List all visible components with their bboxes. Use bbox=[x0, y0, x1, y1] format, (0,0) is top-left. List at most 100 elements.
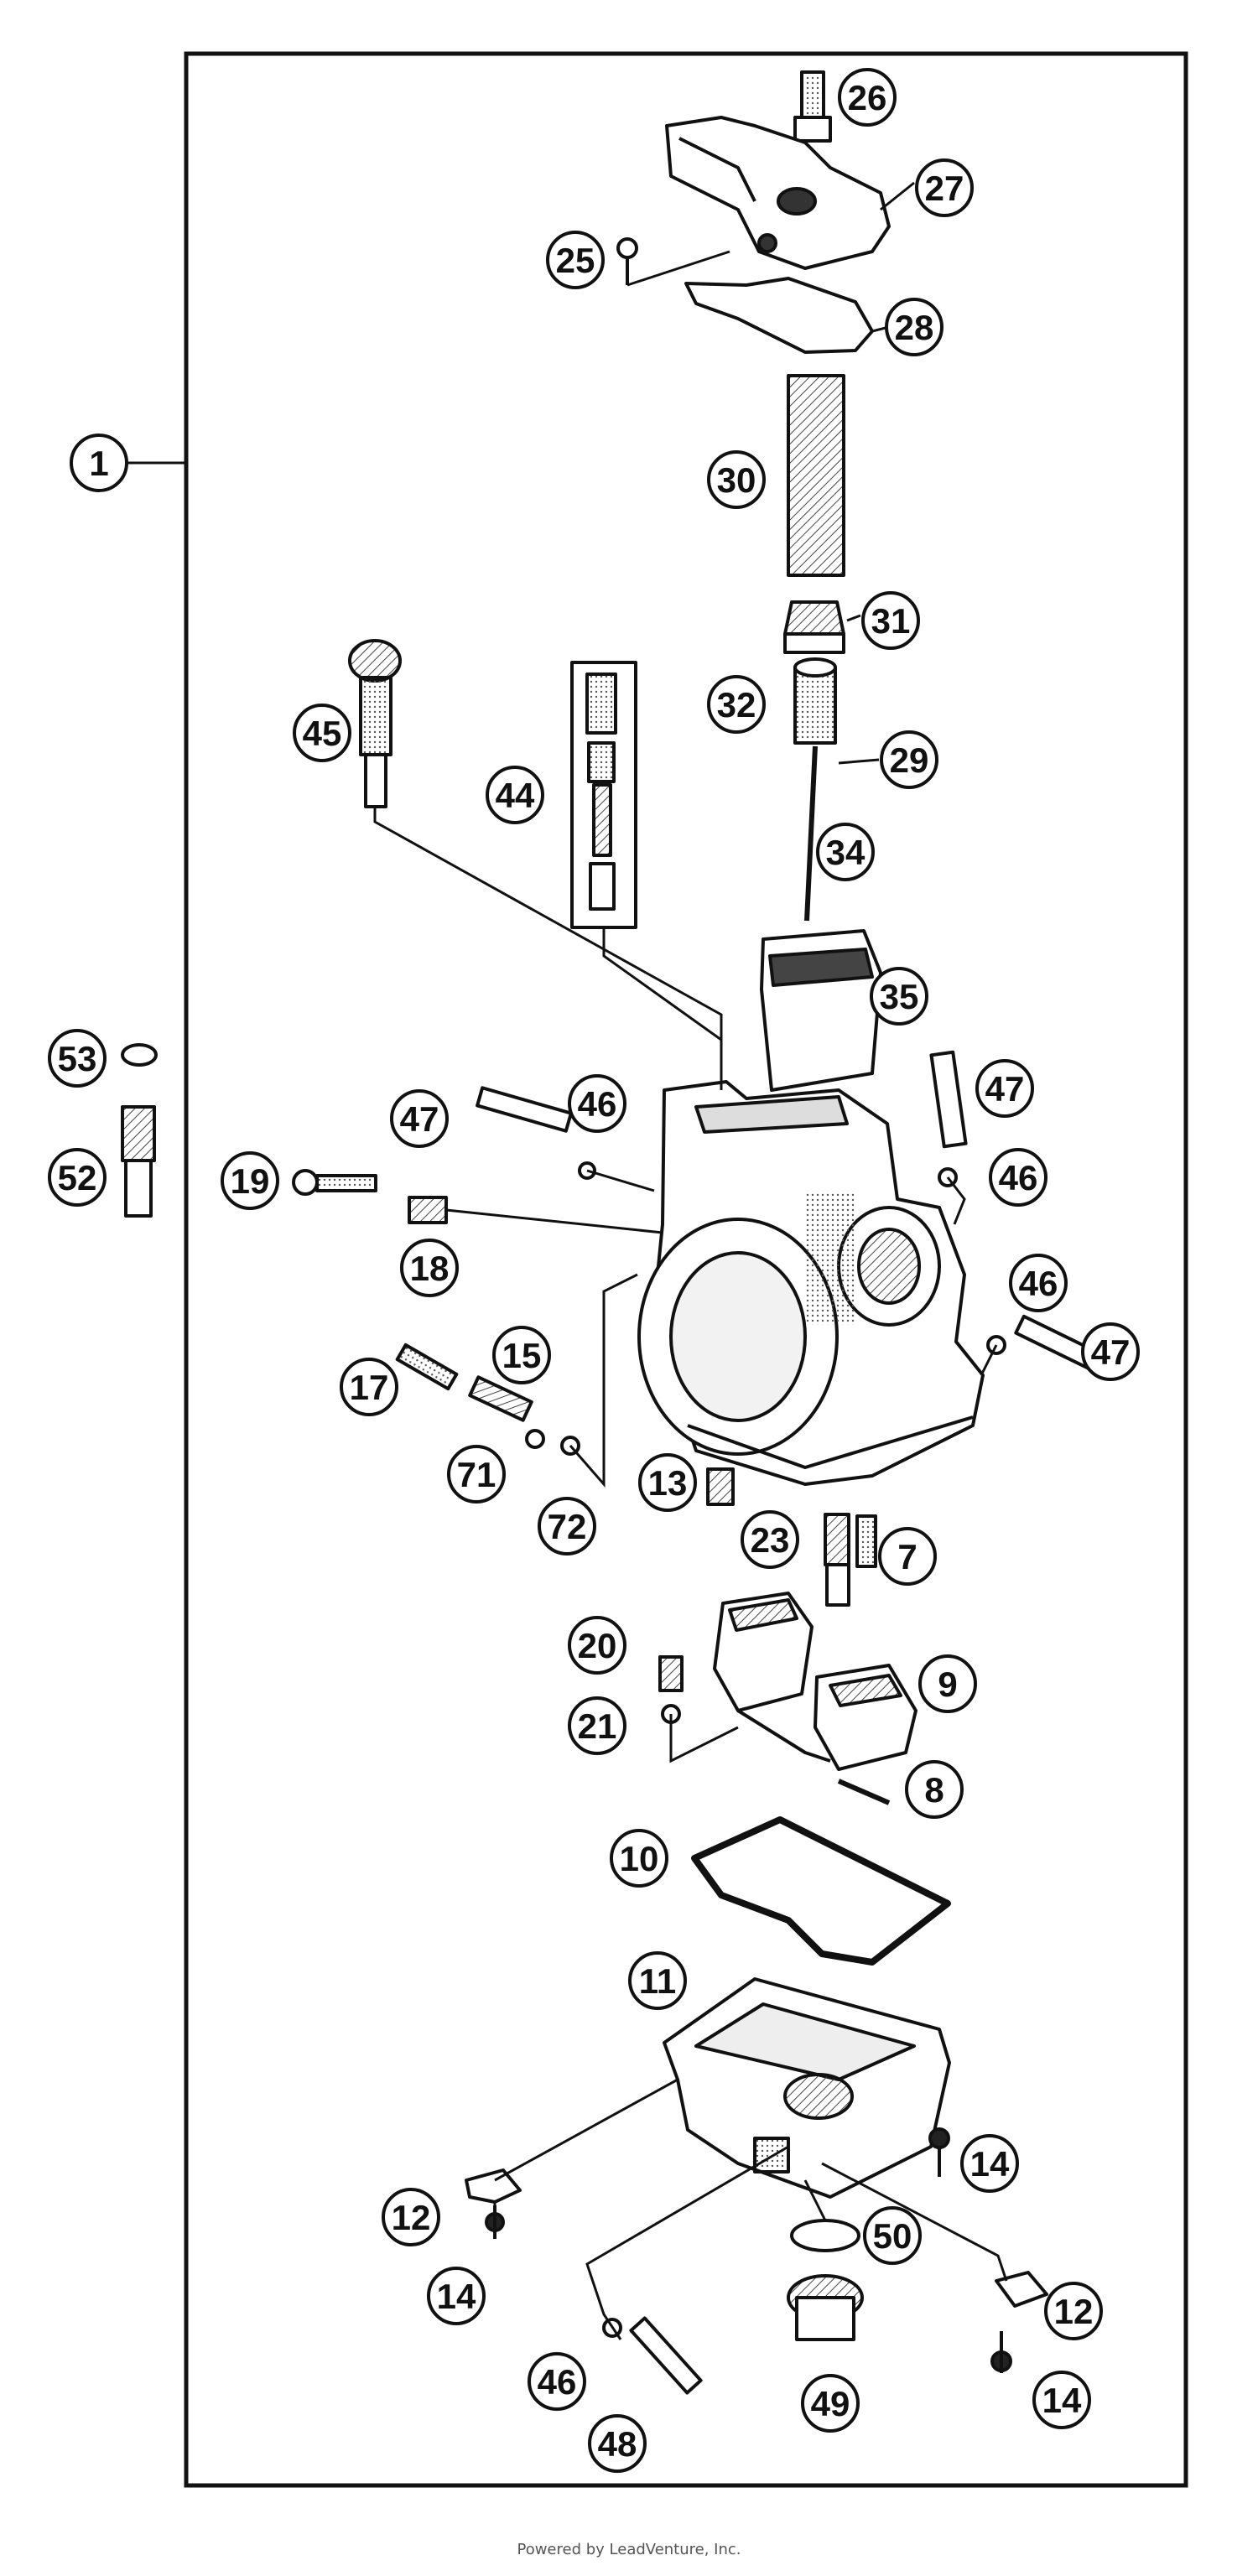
screw-14c-part bbox=[990, 2331, 1012, 2373]
callout-circle bbox=[838, 68, 897, 127]
callout-label: 35 bbox=[880, 977, 919, 1016]
callout-label: 46 bbox=[538, 2362, 577, 2402]
callout-circle bbox=[486, 766, 544, 824]
callout-circle bbox=[538, 1497, 596, 1555]
plug-part bbox=[121, 1105, 156, 1218]
bracket-12b-part bbox=[995, 2271, 1048, 2308]
callout-45: 45 bbox=[293, 704, 351, 762]
o-ring-50-part bbox=[790, 2219, 860, 2252]
bracket-12a-part bbox=[465, 2168, 522, 2204]
callout-label: 46 bbox=[999, 1158, 1038, 1197]
callout-47b: 47 bbox=[975, 1059, 1034, 1118]
jet-7-part bbox=[855, 1514, 877, 1568]
callout-13: 13 bbox=[638, 1453, 697, 1512]
callout-label: 46 bbox=[1019, 1264, 1058, 1303]
callout-14b: 14 bbox=[427, 2267, 486, 2325]
throttle-spring-part bbox=[787, 374, 845, 577]
callout-circle bbox=[48, 1148, 107, 1207]
callout-circle bbox=[638, 1453, 697, 1512]
callout-circle bbox=[918, 1654, 977, 1713]
throttle-slide-part bbox=[760, 929, 882, 1092]
callout-20: 20 bbox=[568, 1616, 626, 1675]
callout-label: 44 bbox=[496, 776, 535, 815]
diagram-frame bbox=[184, 51, 1188, 2488]
callout-circle bbox=[568, 1696, 626, 1755]
callout-46c: 46 bbox=[1009, 1254, 1068, 1312]
callout-circle bbox=[528, 2352, 586, 2411]
callout-12b: 12 bbox=[1044, 2282, 1103, 2340]
callout-circle bbox=[707, 450, 766, 509]
callout-12a: 12 bbox=[382, 2188, 440, 2246]
spring-cap-part bbox=[783, 600, 845, 654]
callout-46d: 46 bbox=[528, 2352, 586, 2411]
callout-28: 28 bbox=[885, 298, 944, 356]
callout-label: 72 bbox=[548, 1507, 587, 1546]
callout-circle bbox=[863, 2206, 922, 2265]
callout-label: 32 bbox=[717, 685, 756, 724]
callout-label: 52 bbox=[58, 1158, 97, 1197]
callout-circle bbox=[880, 730, 938, 789]
callout-52: 52 bbox=[48, 1148, 107, 1207]
callout-46a: 46 bbox=[568, 1074, 626, 1133]
callout-circle bbox=[885, 298, 944, 356]
callout-9: 9 bbox=[918, 1654, 977, 1713]
cable-adjuster-part bbox=[793, 70, 832, 143]
callout-label: 48 bbox=[598, 2424, 637, 2464]
callout-label: 12 bbox=[392, 2198, 431, 2237]
callout-circle bbox=[1044, 2282, 1103, 2340]
callout-14a: 14 bbox=[960, 2134, 1019, 2193]
callout-circle bbox=[568, 1074, 626, 1133]
callout-23: 23 bbox=[741, 1510, 799, 1569]
callout-label: 9 bbox=[938, 1665, 957, 1704]
callout-circle bbox=[628, 1951, 687, 2010]
bowl-gasket-part bbox=[691, 1816, 951, 1966]
callout-25: 25 bbox=[546, 231, 605, 289]
callout-circle bbox=[905, 1760, 964, 1819]
callout-circle bbox=[870, 967, 928, 1026]
callout-circle bbox=[48, 1029, 107, 1088]
callout-18: 18 bbox=[400, 1239, 459, 1297]
washer-71-part bbox=[525, 1429, 545, 1449]
callout-circle bbox=[546, 231, 605, 289]
screw-14a-part bbox=[928, 2127, 950, 2177]
callout-circle bbox=[707, 675, 766, 734]
leader-lines bbox=[126, 96, 1008, 2340]
drain-plug-part bbox=[787, 2274, 864, 2341]
callout-7: 7 bbox=[878, 1527, 937, 1586]
callout-circle bbox=[390, 1089, 449, 1148]
screw-17-part bbox=[395, 1343, 459, 1391]
callout-label: 14 bbox=[437, 2277, 476, 2316]
callout-29: 29 bbox=[880, 730, 938, 789]
callout-label: 46 bbox=[578, 1084, 617, 1124]
callout-circle bbox=[861, 591, 920, 650]
callout-label: 28 bbox=[895, 308, 934, 347]
callout-19: 19 bbox=[221, 1151, 279, 1210]
jet-23-part bbox=[824, 1513, 850, 1607]
callout-label: 47 bbox=[400, 1099, 439, 1139]
callout-50: 50 bbox=[863, 2206, 922, 2265]
callout-circle bbox=[1009, 1254, 1068, 1312]
callout-17: 17 bbox=[340, 1358, 398, 1416]
idle-spring-part bbox=[408, 1196, 448, 1224]
callout-32: 32 bbox=[707, 675, 766, 734]
callout-47c: 47 bbox=[1081, 1322, 1140, 1381]
callout-47a: 47 bbox=[390, 1089, 449, 1148]
callout-label: 8 bbox=[924, 1770, 944, 1810]
callout-label: 47 bbox=[1091, 1332, 1131, 1372]
callout-31: 31 bbox=[861, 591, 920, 650]
callout-label: 20 bbox=[578, 1626, 617, 1665]
callout-11: 11 bbox=[628, 1951, 687, 2010]
jet-assembly-part bbox=[570, 661, 637, 929]
callout-26: 26 bbox=[838, 68, 897, 127]
pin-left-part bbox=[476, 1086, 573, 1133]
callout-circle bbox=[741, 1510, 799, 1569]
needle-holder-part bbox=[793, 657, 837, 745]
callout-label: 15 bbox=[502, 1336, 542, 1375]
callout-10: 10 bbox=[610, 1829, 668, 1888]
callout-circle bbox=[492, 1326, 551, 1384]
callout-circle bbox=[610, 1829, 668, 1888]
callout-46b: 46 bbox=[989, 1148, 1047, 1207]
callout-circle bbox=[221, 1151, 279, 1210]
callout-label: 13 bbox=[648, 1463, 688, 1503]
callout-48: 48 bbox=[588, 2414, 647, 2473]
